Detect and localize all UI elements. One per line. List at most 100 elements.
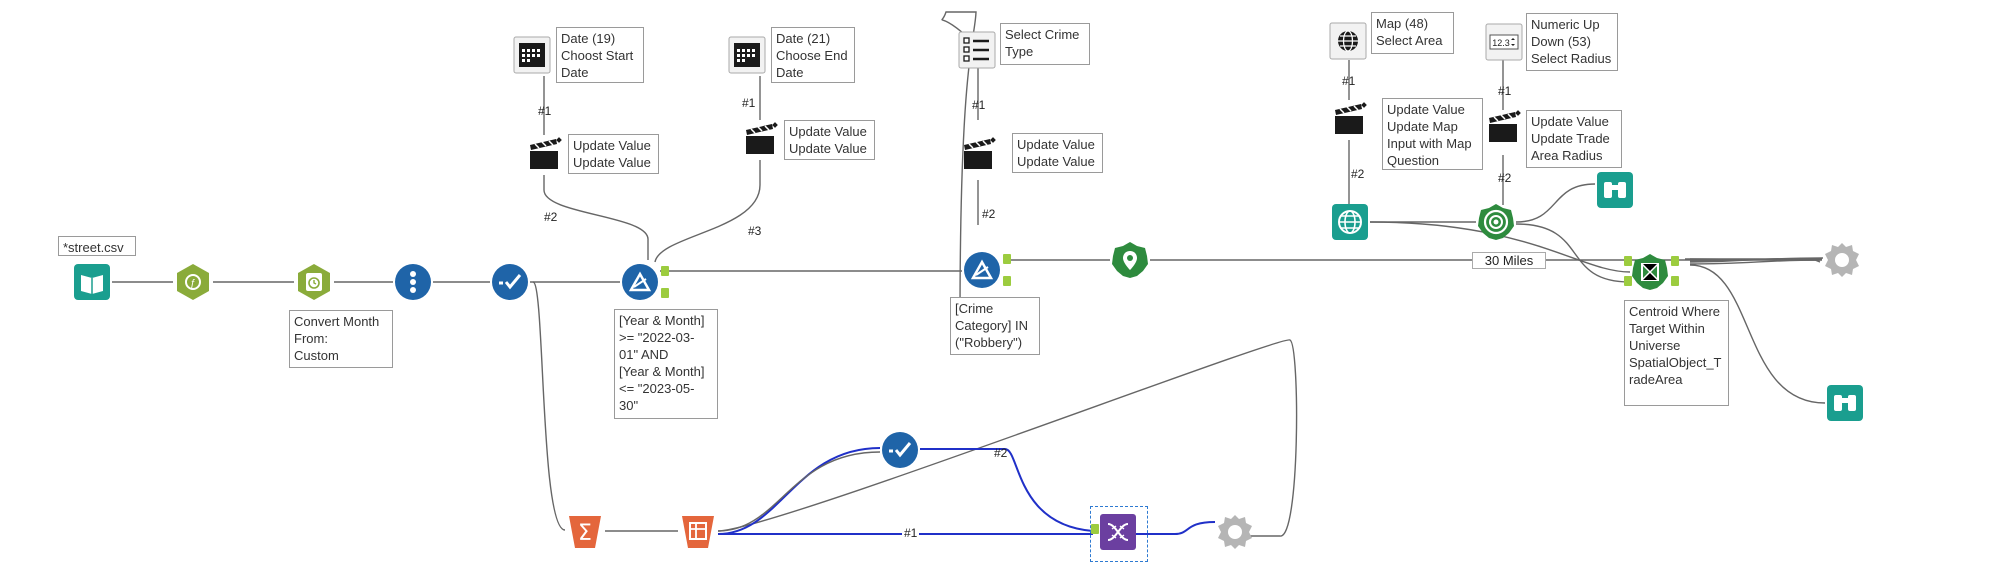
connection xyxy=(717,451,881,532)
select-check-icon xyxy=(492,264,528,300)
false-anchor[interactable] xyxy=(661,288,669,298)
join-tool[interactable] xyxy=(1098,512,1138,552)
date-end-tool[interactable] xyxy=(727,35,767,75)
connection xyxy=(1689,257,1824,263)
select-check-icon xyxy=(882,432,918,468)
selection-box xyxy=(1090,506,1148,562)
connection-label: #1 xyxy=(902,526,920,540)
connection-label: #1 xyxy=(1342,74,1356,88)
browse-tool-1[interactable] xyxy=(1595,170,1635,210)
map-geo-tool[interactable] xyxy=(1330,202,1370,242)
join-icon xyxy=(1100,514,1136,550)
datetime-icon xyxy=(298,264,330,300)
clapper-icon xyxy=(746,122,778,154)
list-crime-annotation: Select Crime Type xyxy=(1000,23,1090,65)
connection xyxy=(1515,223,1631,283)
map-question-annotation: Map (48) Select Area xyxy=(1371,12,1454,54)
action-4-annotation: Update Value Update Map Input with Map Q… xyxy=(1382,98,1483,170)
output-tool-1[interactable] xyxy=(1822,240,1862,280)
formula-icon: ƒ xyxy=(177,264,209,300)
connection-label: #2 xyxy=(994,446,1008,460)
date-end-annotation: Date (21) Choose End Date xyxy=(771,27,855,83)
formula-tool[interactable]: ƒ xyxy=(173,262,213,302)
true-anchor[interactable] xyxy=(1003,254,1011,264)
false-anchor[interactable] xyxy=(1003,276,1011,286)
action-tool-5[interactable] xyxy=(1483,108,1523,148)
binoculars-icon xyxy=(1597,172,1633,208)
numeric-updown-tool[interactable]: 12.3 xyxy=(1484,22,1524,62)
numeric-updown-annotation: Numeric Up Down (53) Select Radius xyxy=(1526,13,1618,71)
browse-tool-2[interactable] xyxy=(1825,383,1865,423)
selected-connection xyxy=(920,448,1094,532)
select-tool-2[interactable] xyxy=(880,430,920,470)
calendar-icon xyxy=(513,36,551,74)
connection-label: #2 xyxy=(982,207,996,221)
svg-text:ƒ: ƒ xyxy=(190,278,196,289)
record-id-icon xyxy=(395,264,431,300)
date-start-tool[interactable] xyxy=(512,35,552,75)
action-tool-3[interactable] xyxy=(958,135,998,175)
map-globe-icon xyxy=(1329,22,1367,60)
connection xyxy=(654,160,761,263)
create-points-icon xyxy=(1112,242,1148,278)
action-2-annotation: Update Value Update Value xyxy=(784,120,875,160)
select-tool[interactable] xyxy=(490,262,530,302)
spatial-match-tool[interactable] xyxy=(1630,252,1670,292)
record-id-tool[interactable] xyxy=(393,262,433,302)
trade-area-tool[interactable] xyxy=(1476,202,1516,242)
action-tool-1[interactable] xyxy=(524,135,564,175)
match-anchor[interactable] xyxy=(1671,256,1679,266)
globe-icon xyxy=(1332,204,1368,240)
connection xyxy=(1689,259,1823,265)
connection-label: #2 xyxy=(1498,171,1512,185)
input-file-label: *street.csv xyxy=(58,236,136,256)
unmatched-anchor[interactable] xyxy=(1671,276,1679,286)
target-anchor[interactable] xyxy=(1624,256,1632,266)
filter-crime-tool[interactable] xyxy=(962,250,1002,290)
create-points-tool[interactable] xyxy=(1110,240,1150,280)
filter-date-tool[interactable] xyxy=(620,262,660,302)
datetime-annotation: Convert Month From: Custom xyxy=(289,310,393,368)
connection-label: #1 xyxy=(1498,84,1512,98)
join-left-anchor[interactable] xyxy=(1091,524,1099,534)
connection xyxy=(532,281,566,531)
calendar-icon xyxy=(728,36,766,74)
connection xyxy=(717,339,1298,537)
connection xyxy=(543,175,649,260)
true-anchor[interactable] xyxy=(661,266,669,276)
summarize-tool[interactable]: Σ xyxy=(565,512,605,552)
datetime-tool[interactable] xyxy=(294,262,334,302)
connection xyxy=(1369,221,1631,273)
spatial-match-annotation: Centroid Where Target Within Universe Sp… xyxy=(1624,300,1729,406)
action-tool-2[interactable] xyxy=(740,120,780,160)
selected-connection xyxy=(717,447,881,535)
numeric-display: 12.3 xyxy=(1492,38,1510,48)
trade-area-icon xyxy=(1478,204,1514,240)
action-3-annotation: Update Value Update Value xyxy=(1012,133,1103,173)
list-box-tool[interactable] xyxy=(957,30,997,70)
output-tool-2[interactable] xyxy=(1215,512,1255,552)
book-icon xyxy=(74,264,110,300)
map-question-tool[interactable] xyxy=(1328,21,1368,61)
trade-area-caption: 30 Miles xyxy=(1472,252,1546,269)
input-data-tool[interactable] xyxy=(72,262,112,302)
action-tool-4[interactable] xyxy=(1329,100,1369,140)
universe-anchor[interactable] xyxy=(1624,276,1632,286)
connection xyxy=(1689,264,1826,404)
clapper-icon xyxy=(964,137,996,169)
clapper-icon xyxy=(530,137,562,169)
connection-label: #1 xyxy=(742,96,756,110)
connection-label: #1 xyxy=(972,98,986,112)
filter-icon xyxy=(964,252,1000,288)
action-1-annotation: Update Value Update Value xyxy=(568,134,659,174)
connection-label: #1 xyxy=(538,104,552,118)
connection-label: #3 xyxy=(748,224,762,238)
filter-icon xyxy=(622,264,658,300)
action-5-annotation: Update Value Update Trade Area Radius xyxy=(1526,110,1622,168)
filter-crime-annotation: [Crime Category] IN ("Robbery") xyxy=(950,297,1040,355)
crosstab-tool[interactable] xyxy=(678,512,718,552)
sigma-icon: Σ xyxy=(569,516,601,548)
date-start-annotation: Date (19) Choost Start Date xyxy=(556,27,644,83)
